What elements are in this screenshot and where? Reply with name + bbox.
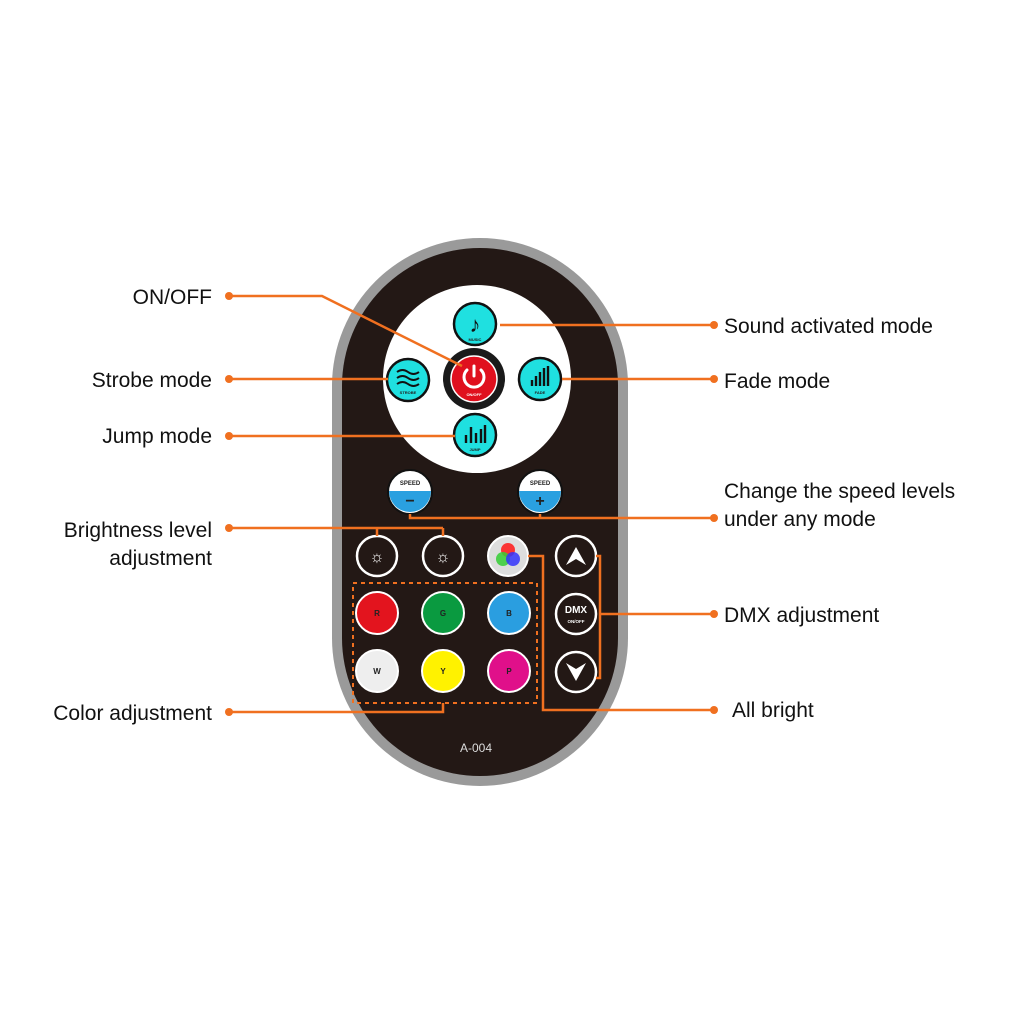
model-label: A-004 (460, 741, 492, 755)
color-button-y[interactable]: Y (421, 649, 465, 693)
color-group-outline (352, 582, 538, 704)
bars-icon (530, 366, 550, 386)
all-bright-button[interactable] (487, 535, 529, 577)
color-button-r[interactable]: R (355, 591, 399, 635)
callout-lines (229, 294, 714, 714)
callout-jump: Jump mode (102, 425, 212, 448)
svg-text:−: − (405, 493, 414, 510)
strobe-button[interactable]: STROBE (385, 357, 431, 403)
color-button-label: P (506, 667, 512, 676)
color-button-g[interactable]: G (421, 591, 465, 635)
brightness-down-button[interactable]: ☼ (355, 534, 399, 578)
color-button-label: Y (440, 667, 446, 676)
sun-icon: ☼ (370, 549, 385, 566)
svg-text:ON/OFF: ON/OFF (568, 619, 585, 624)
up-arrow-button[interactable] (554, 534, 598, 578)
music-button[interactable]: ♪ MUSIC (452, 301, 498, 347)
brightness-up-button[interactable]: ☼ (421, 534, 465, 578)
color-button-label: W (373, 667, 381, 676)
color-button-label: B (506, 609, 512, 618)
waves-icon (396, 369, 420, 387)
music-note-icon: ♪ (470, 312, 481, 337)
callout-brightness: Brightness level (64, 519, 212, 542)
sun-icon: ☼ (436, 549, 451, 566)
callout-dmx: DMX adjustment (724, 604, 879, 627)
color-button-label: G (440, 609, 446, 618)
callout-fade: Fade mode (724, 370, 830, 393)
down-arrow-button[interactable] (554, 650, 598, 694)
callout-all-bright: All bright (732, 699, 814, 722)
svg-text:FADE: FADE (535, 390, 546, 395)
color-button-label: R (374, 609, 380, 618)
chevron-down-icon (566, 663, 586, 681)
svg-text:SPEED: SPEED (530, 481, 551, 487)
speed-minus-button[interactable]: SPEED − (387, 469, 433, 515)
svg-text:MUSIC: MUSIC (469, 337, 482, 342)
chevron-up-icon (566, 547, 586, 565)
rgb-icon (496, 543, 520, 566)
callout-dots (225, 292, 718, 716)
svg-text:+: + (535, 493, 544, 510)
callout-speed-2: under any mode (724, 508, 876, 531)
svg-text:STROBE: STROBE (400, 390, 417, 395)
callout-brightness-2: adjustment (109, 547, 212, 570)
svg-text:SPEED: SPEED (400, 481, 421, 487)
callout-speed: Change the speed levels (724, 480, 955, 503)
power-button[interactable]: ON/OFF (443, 348, 505, 410)
callout-strobe: Strobe mode (92, 369, 212, 392)
svg-text:ON/OFF: ON/OFF (466, 392, 482, 397)
speed-plus-button[interactable]: SPEED + (517, 469, 563, 515)
dmx-button[interactable]: DMX ON/OFF (554, 592, 598, 636)
jump-button[interactable]: JUMP (452, 412, 498, 458)
color-button-w[interactable]: W (355, 649, 399, 693)
svg-text:DMX: DMX (565, 605, 588, 616)
bars-icon (464, 425, 487, 443)
callout-sound: Sound activated mode (724, 315, 933, 338)
svg-text:JUMP: JUMP (469, 447, 480, 452)
color-button-p[interactable]: P (487, 649, 531, 693)
fade-button[interactable]: FADE (517, 356, 563, 402)
power-icon (462, 364, 486, 389)
callout-color: Color adjustment (53, 702, 212, 725)
callout-on-off: ON/OFF (133, 286, 212, 309)
color-button-b[interactable]: B (487, 591, 531, 635)
